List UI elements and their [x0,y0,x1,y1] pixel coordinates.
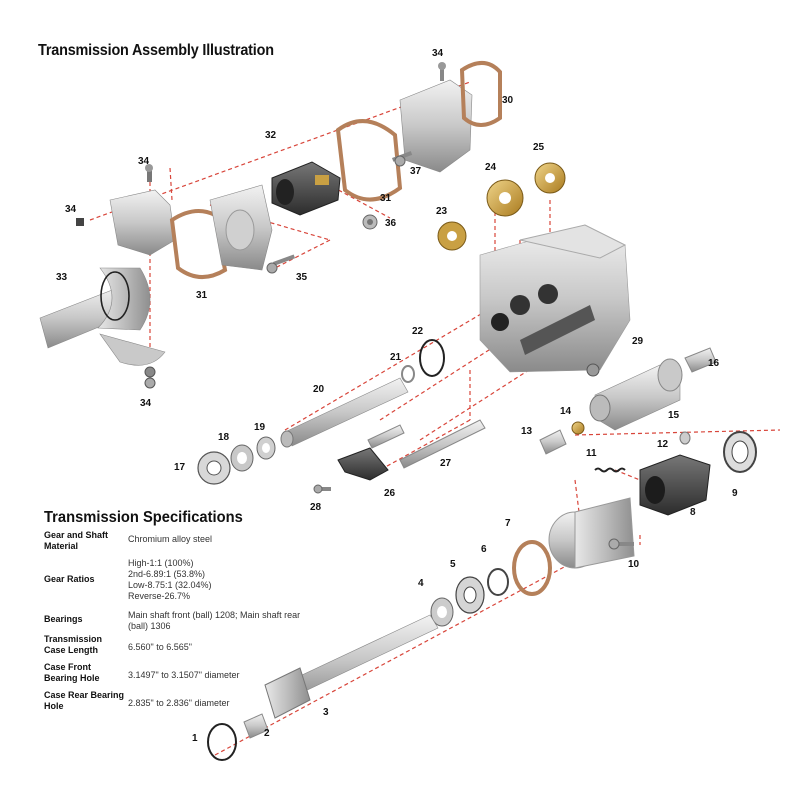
plug-29 [586,363,600,377]
bolt-35 [266,254,296,274]
callout-1: 1 [192,733,198,744]
callout-11: 11 [586,448,597,459]
spec-value: 6.560" to 6.565" [128,642,192,652]
bearing-17 [197,451,231,485]
callout-32: 32 [265,130,277,141]
shaft-20 [280,377,409,448]
bushing-13 [539,429,567,455]
gear-cluster-15 [589,358,683,431]
snap-ring-1 [207,723,237,761]
screw-28 [313,484,331,494]
callout-26: 26 [384,488,396,499]
callout-2: 2 [264,728,270,739]
specs-title: Transmission Specifications [44,509,243,526]
gear-25 [534,162,566,194]
yoke-8 [639,454,711,516]
gasket-30 [438,61,502,127]
ring-6 [487,568,509,596]
ring-21-22 [401,339,445,383]
spring-11 [594,467,626,473]
diagram-title: Transmission Assembly Illustration [38,42,274,59]
callout-24: 24 [485,162,497,173]
bearing-5 [455,576,485,614]
callout-19: 19 [254,422,266,433]
pin-26 [367,424,405,449]
spec-value: High-1:1 (100%) 2nd-6.89:1 (53.8%) Low-8… [128,558,212,601]
callout-8: 8 [690,507,696,518]
shifter-fork-26 [337,447,389,481]
front-cover [209,184,273,271]
callout-3: 3 [323,707,329,718]
gear-23 [437,221,467,251]
callout-12: 12 [657,439,669,450]
callout-7: 7 [505,518,511,529]
callout-36: 36 [385,218,397,229]
bolt-37 [392,151,413,167]
callout-21: 21 [390,352,402,363]
spec-value: Chromium alloy steel [128,534,213,544]
callout-31-right: 31 [380,193,392,204]
callout-27: 27 [440,458,452,469]
shaft-27 [399,419,486,469]
callout-13: 13 [521,426,533,437]
callout-25: 25 [533,142,545,153]
washer-4 [430,597,454,627]
spec-value: Main shaft front (ball) 1208; Main shaft… [128,610,301,631]
axle-tube [39,267,166,366]
gasket-31-left [169,209,228,279]
callout-34d: 34 [140,398,152,409]
callout-23: 23 [436,206,448,217]
callout-10: 10 [628,559,640,570]
callout-18: 18 [218,432,230,443]
nut-36 [362,214,378,230]
callout-9: 9 [732,488,738,499]
spec-label: Gear and Shaft Material [44,530,109,551]
pin-12 [679,431,691,445]
callout-31-left: 31 [196,290,208,301]
spec-value: 2.835" to 2.836" diameter [128,698,230,708]
output-yoke-32 [271,161,341,216]
transmission-case [479,224,631,373]
gasket-31-right [335,119,403,202]
callout-20: 20 [313,384,325,395]
seal-9 [723,431,757,473]
spec-label: Case Front Bearing Hole [44,662,100,683]
callout-34: 34 [432,48,444,59]
callout-35: 35 [296,272,308,283]
gear-24 [486,179,524,217]
callout-30: 30 [502,95,514,106]
callout-14: 14 [560,406,572,417]
callout-16: 16 [708,358,720,369]
bushing-2 [243,713,269,739]
callout-33: 33 [56,272,68,283]
callouts: 34 30 32 34 34 33 31 35 31 36 37 34 24 2… [56,48,738,744]
spec-label: Bearings [44,614,83,624]
callout-29: 29 [632,336,644,347]
callout-22: 22 [412,326,424,337]
roller-bearing-16 [684,347,717,373]
callout-4: 4 [418,578,424,589]
brass-bushing-14 [571,421,585,435]
spec-label: Transmission Case Length [44,634,103,655]
washer-19 [256,436,276,460]
callout-6: 6 [481,544,487,555]
spec-value: 3.1497" to 3.1507" diameter [128,670,240,680]
callout-37: 37 [410,166,422,177]
spec-label: Case Rear Bearing Hole [44,690,125,711]
callout-15: 15 [668,410,680,421]
bolt-10 [608,538,634,550]
spec-label: Gear Ratios [44,574,95,584]
callout-5: 5 [450,559,456,570]
washer-18 [230,444,254,472]
callout-28: 28 [310,502,322,513]
cover-plate-7 [548,497,635,569]
main-shaft-3 [264,614,439,719]
callout-34c: 34 [65,204,77,215]
callout-34b: 34 [138,156,150,167]
callout-17: 17 [174,462,186,473]
gasket-6 [512,540,552,596]
